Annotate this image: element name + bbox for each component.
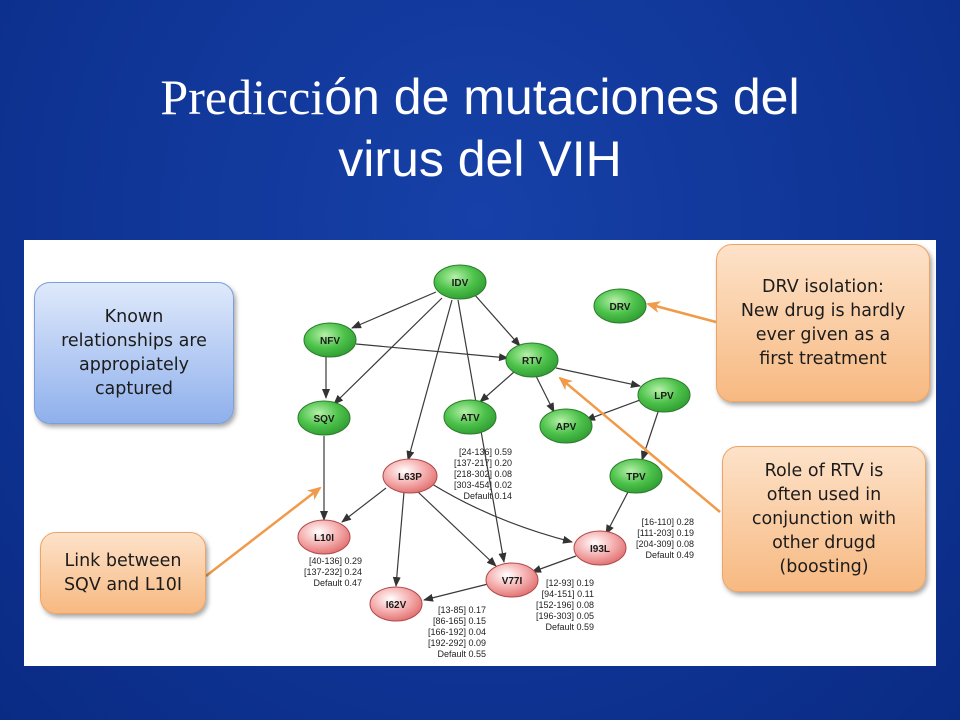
callout-known-relationships-text: Known relationships are appropiately cap… [61,307,207,399]
edge-idv-l63p [406,299,453,461]
title-serif-part: Predicci [160,69,325,125]
cpd-l10i-row: [137-232] 0.24 [304,567,362,577]
node-idv: IDV [433,264,487,300]
node-sqv-label: SQV [313,414,334,425]
edge-l63p-v77i [417,491,497,567]
edge-v77i-i62v [423,583,489,602]
pointer-arrow-link [205,486,322,577]
callout-drv-isolation: DRV isolation: New drug is hardly ever g… [716,244,930,402]
cpd-l63p-row: [218-302] 0.08 [454,469,512,479]
edge-rtv-atv [479,371,515,403]
cpd-l63p-row: [24-136] 0.59 [459,447,512,457]
node-rtv-label: RTV [522,356,542,367]
edge-l63p-l10i [341,487,387,523]
title-line-2: virus del VIH [338,131,622,187]
node-drv: DRV [593,288,647,324]
cpd-table-v77i: [12-93] 0.19 [94-151] 0.11 [152-196] 0.0… [536,578,594,632]
cpd-i62v-row: Default 0.55 [437,649,486,659]
title-sans-part: ón de mutaciones del [324,69,800,125]
cpd-i93l-row: [111-203] 0.19 [637,528,694,538]
node-i62v: I62V [369,586,423,622]
edge-l63p-i62v [392,491,405,587]
cpd-v77i-row: [152-196] 0.08 [536,600,594,610]
node-l10i: L10I [297,519,351,555]
node-lpv: LPV [637,377,691,413]
node-i62v-label: I62V [386,600,407,611]
edge-lpv-tpv [641,411,659,461]
node-apv-label: APV [556,422,577,433]
cpd-v77i-row: Default 0.59 [545,622,594,632]
node-atv: ATV [443,399,497,435]
node-l10i-label: L10I [314,533,334,544]
callout-rtv-role: Role of RTV is often used in conjunction… [722,446,926,592]
node-i93l-label: I93L [590,544,610,555]
node-idv-label: IDV [452,278,469,289]
cpd-l10i-row: [40-136] 0.29 [309,556,362,566]
edge-idv-sqv [333,297,443,405]
node-atv-label: ATV [460,413,480,424]
callout-rtv-role-text: Role of RTV is often used in conjunction… [751,461,897,577]
node-apv: APV [539,408,593,444]
node-tpv-label: TPV [626,472,646,483]
cpd-v77i-row: [196-303] 0.05 [536,611,594,621]
node-drv-label: DRV [610,302,631,313]
cpd-v77i-row: [12-93] 0.19 [546,578,594,588]
pointer-arrow-drv [646,301,717,324]
diagram-panel: IDV NFV RTV DRV LPV SQV ATV APV [24,240,936,666]
cpd-i62v-row: [166-192] 0.04 [428,627,486,637]
cpd-i62v-row: [13-85] 0.17 [438,605,486,615]
node-lpv-label: LPV [654,391,674,402]
node-v77i: V77I [485,562,539,598]
node-sqv: SQV [297,400,351,436]
edge-rtv-apv [535,375,555,413]
cpd-table-l63p: [24-136] 0.59 [137-217] 0.20 [218-302] 0… [454,447,512,501]
cpd-l10i-row: Default 0.47 [313,578,362,588]
node-tpv: TPV [609,458,663,494]
cpd-i62v-row: [86-165] 0.15 [433,616,486,626]
callout-known-relationships: Known relationships are appropiately cap… [34,282,234,424]
edge-idv-rtv [473,293,521,347]
edge-idv-nfv [351,291,437,329]
callout-drv-isolation-text: DRV isolation: New drug is hardly ever g… [740,277,906,369]
pointer-arrow-rtv [558,376,721,513]
cpd-l63p-row: Default 0.14 [463,491,512,501]
cpd-i62v-row: [192-292] 0.09 [428,638,486,648]
cpd-v77i-row: [94-151] 0.11 [542,589,594,599]
node-nfv-label: NFV [320,336,340,347]
cpd-l63p-row: [303-454] 0.02 [454,480,512,490]
node-rtv: RTV [505,342,559,378]
edge-lpv-apv [585,399,641,421]
node-l63p-label: L63P [398,472,422,483]
cpd-l63p-row: [137-217] 0.20 [454,458,512,468]
cpd-i93l-row: Default 0.49 [645,550,694,560]
node-v77i-label: V77I [502,576,523,587]
cpd-table-l10i: [40-136] 0.29 [137-232] 0.24 Default 0.4… [304,556,362,588]
callout-sqv-l10i-link: Link between SQV and L10I [40,532,206,614]
edge-tpv-i93l [605,491,629,535]
edge-i93l-v77i [531,555,577,573]
node-nfv: NFV [303,322,357,358]
node-i93l: I93L [573,530,627,566]
cpd-table-i62v: [13-85] 0.17 [86-165] 0.15 [166-192] 0.0… [428,605,486,659]
bayesian-network-diagram: IDV NFV RTV DRV LPV SQV ATV APV [205,264,721,659]
edge-nfv-rtv [355,343,509,362]
callout-sqv-l10i-link-text: Link between SQV and L10I [63,551,183,595]
edge-l63p-i93l [431,483,573,544]
cpd-i93l-row: [16-110] 0.28 [642,517,694,527]
node-l63p: L63P [382,458,438,494]
cpd-i93l-row: [204-309] 0.08 [636,539,694,549]
cpd-table-i93l: [16-110] 0.28 [111-203] 0.19 [204-309] 0… [636,517,694,560]
edge-rtv-lpv [555,367,641,389]
slide-title: Predicción de mutaciones del virus del V… [60,66,900,190]
